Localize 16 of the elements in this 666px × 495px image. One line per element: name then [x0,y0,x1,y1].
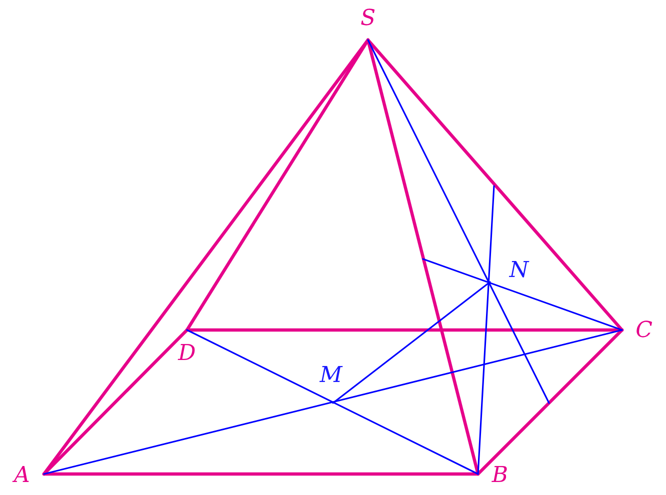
line-segment [43,329,623,475]
point-label: C [636,320,652,342]
line-segment [422,258,623,331]
point-label: B [492,465,508,487]
line-segment [186,329,479,475]
point-label: A [14,465,30,487]
line-segment [332,281,491,404]
line-segment [42,328,189,476]
point-label: S [360,8,376,30]
line-segment [185,328,624,332]
point-label: D [178,343,196,365]
line-segment [42,472,480,476]
line-segment [367,39,550,404]
point-label: M [320,365,342,387]
point-label: N [509,260,529,282]
line-segment [477,185,495,475]
